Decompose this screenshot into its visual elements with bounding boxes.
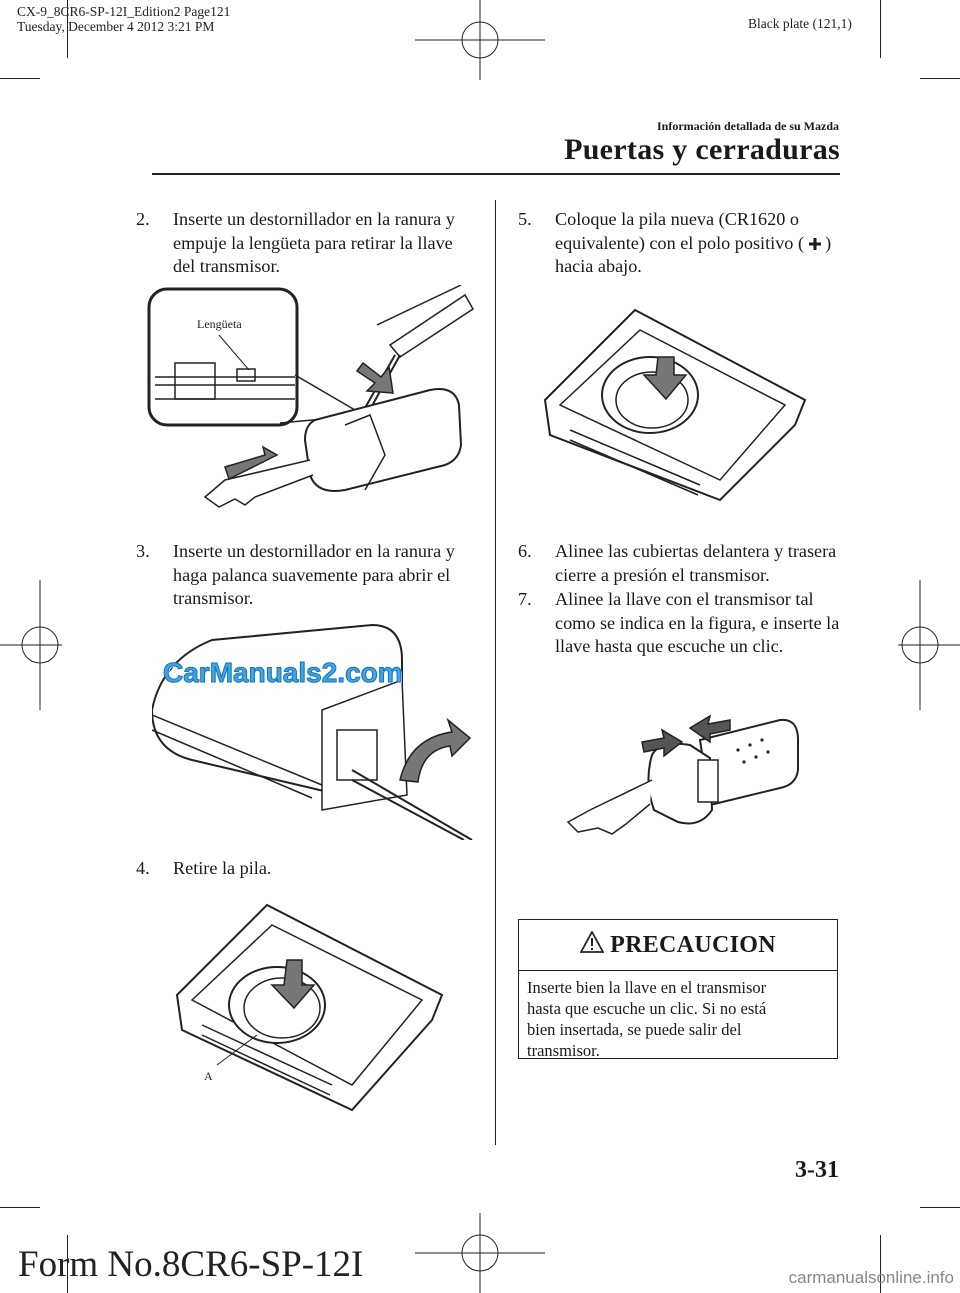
plus-icon xyxy=(804,233,825,253)
step-text-line: Alinee la llave con el transmisor tal xyxy=(555,589,814,609)
step-text-line: equivalente) con el polo positivo ( ) xyxy=(555,232,848,256)
battery-label: A xyxy=(204,1069,213,1083)
step-6: 6. Alinee las cubiertas delantera y tras… xyxy=(518,540,848,587)
step-5: 5. Coloque la pila nueva (CR1620 o equiv… xyxy=(518,208,848,279)
step-2: 2. Inserte un destornillador en la ranur… xyxy=(136,208,476,279)
header-rule xyxy=(152,173,840,175)
caution-heading: PRECAUCION xyxy=(610,931,776,958)
crop-mark xyxy=(0,1207,40,1208)
step-number: 3. xyxy=(136,541,150,561)
watermark-text: CarManuals2.com xyxy=(163,657,404,689)
crop-mark xyxy=(920,1207,960,1208)
footer-watermark: carmanualsonline.info xyxy=(788,1268,954,1287)
figure-remove-battery: A xyxy=(175,903,444,1112)
step-text-fragment: equivalente) con el polo positivo ( xyxy=(555,232,805,253)
registration-mark-top xyxy=(415,0,545,80)
crop-mark xyxy=(67,0,68,58)
crop-mark xyxy=(67,1235,68,1293)
crop-mark xyxy=(0,78,40,79)
step-text-line: transmisor. xyxy=(173,588,254,608)
section-subtitle: Información detallada de su Mazda xyxy=(656,119,839,133)
step-text-line: como se indica en la figura, e inserte l… xyxy=(555,612,840,633)
caution-box: PRECAUCION Inserte bien la llave en el t… xyxy=(518,919,838,1060)
caution-text-line: Inserte bien la llave en el transmisor xyxy=(527,978,767,997)
print-file-name: CX-9_8CR6-SP-12I_Edition2 Page121 xyxy=(17,4,231,19)
step-text-fragment: ) xyxy=(825,232,832,253)
section-title: Puertas y cerraduras xyxy=(564,133,840,166)
step-text-line: Inserte un destornillador en la ranura y xyxy=(173,541,455,561)
caution-text-line: transmisor. xyxy=(527,1041,600,1060)
figure-insert-key xyxy=(566,714,799,835)
print-file-info: CX-9_8CR6-SP-12I_Edition2 Page121 Tuesda… xyxy=(17,4,230,34)
figure-remove-key: Lengüeta xyxy=(147,285,475,508)
step-3: 3. Inserte un destornillador en la ranur… xyxy=(136,540,476,611)
figure-pry-open xyxy=(152,623,473,840)
crop-mark xyxy=(920,78,960,79)
column-divider xyxy=(495,200,496,1145)
tab-label: Lengüeta xyxy=(197,317,242,331)
step-text-line: haga palanca suavemente para abrir el xyxy=(173,564,451,585)
step-text-line: Inserte un destornillador en la ranura y xyxy=(173,209,455,229)
caution-text-line: bien insertada, se puede salir del xyxy=(527,1020,742,1039)
crop-mark xyxy=(880,0,881,58)
step-text-line: empuje la lengüeta para retirar la llave xyxy=(173,232,453,253)
step-7: 7. Alinee la llave con el transmisor tal… xyxy=(518,588,848,659)
step-text-line: del transmisor. xyxy=(173,256,281,276)
registration-mark-right xyxy=(898,580,960,710)
step-text-line: Coloque la pila nueva (CR1620 o xyxy=(555,209,799,229)
crop-mark xyxy=(880,1235,881,1293)
form-number: Form No.8CR6-SP-12I xyxy=(18,1244,364,1285)
step-text-line: hacia abajo. xyxy=(555,256,642,276)
print-timestamp: Tuesday, December 4 2012 3:21 PM xyxy=(17,19,215,34)
step-text-line: llave hasta que escuche un clic. xyxy=(555,636,784,656)
step-text-line: Retire la pila. xyxy=(173,858,272,878)
registration-mark-left xyxy=(0,580,62,710)
caution-text-line: hasta que escuche un clic. Si no está xyxy=(527,999,767,1018)
step-4: 4. Retire la pila. xyxy=(136,857,476,881)
page-number: 3-31 xyxy=(795,1157,839,1183)
plate-info: Black plate (121,1) xyxy=(748,16,852,31)
step-number: 4. xyxy=(136,858,150,878)
step-number: 2. xyxy=(136,209,150,229)
figure-insert-battery xyxy=(543,308,807,502)
caution-header: PRECAUCION xyxy=(519,920,837,971)
step-text-line: Alinee las cubiertas delantera y trasera xyxy=(555,541,837,561)
step-number: 5. xyxy=(518,209,532,229)
registration-mark-bottom xyxy=(415,1213,545,1293)
step-number: 7. xyxy=(518,589,532,609)
step-text-line: cierre a presión el transmisor. xyxy=(555,564,770,585)
step-number: 6. xyxy=(518,541,532,561)
warning-icon xyxy=(579,929,605,960)
